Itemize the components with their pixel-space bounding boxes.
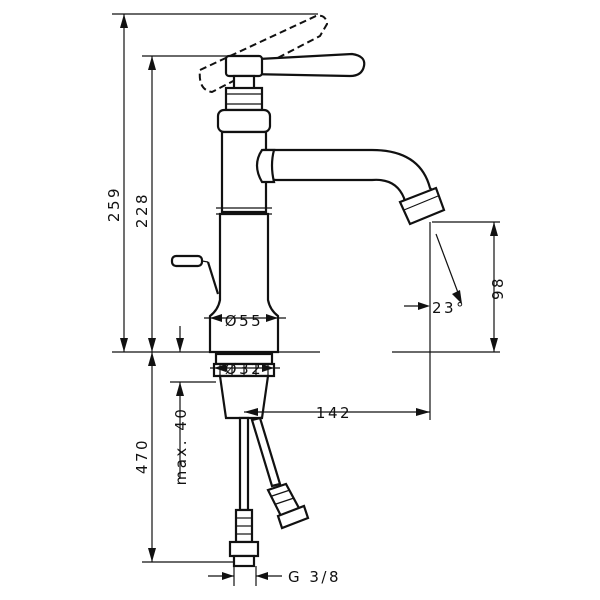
spout-reach-label: 142	[316, 404, 352, 422]
spout-height-label: 98	[489, 276, 507, 300]
lever-height-label: 228	[133, 192, 151, 228]
spout-angle-label: 23°	[432, 299, 466, 317]
connection-thread-label: G 3/8	[288, 568, 341, 586]
base-diameter-label: Ø55	[225, 312, 263, 330]
hose-length-label: 470	[133, 438, 151, 474]
faucet-outline	[170, 14, 446, 568]
max-thickness-label: max. 40	[172, 407, 190, 486]
dimension-lines	[112, 13, 500, 586]
hole-diameter-label: Ø32	[225, 360, 263, 378]
total-height-label: 259	[105, 186, 123, 222]
